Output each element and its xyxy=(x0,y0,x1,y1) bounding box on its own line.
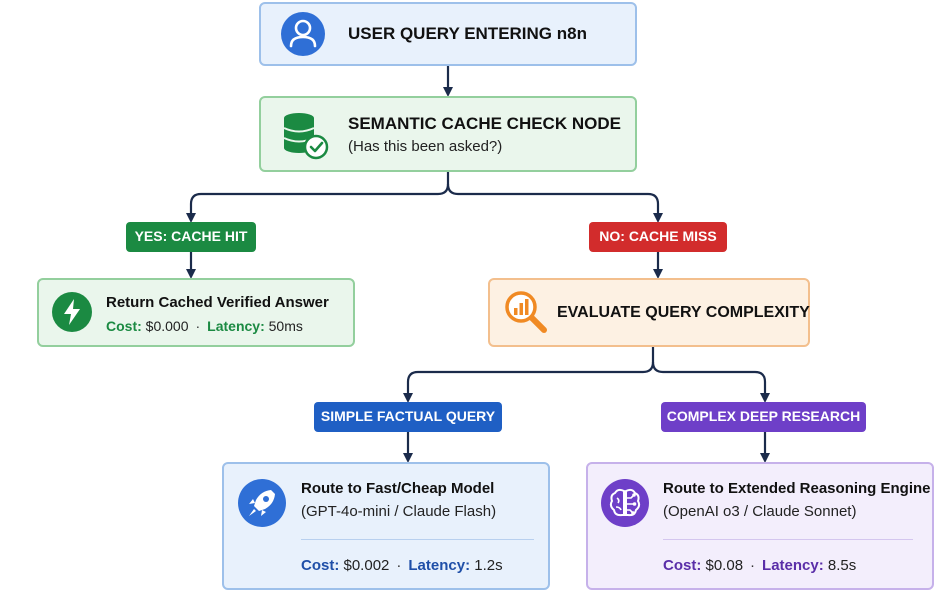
cached-answer-title: Return Cached Verified Answer xyxy=(106,294,329,311)
reasoning-title: Route to Extended Reasoning Engine xyxy=(663,480,931,497)
cost-value: $0.002 xyxy=(343,557,390,574)
evaluate-node xyxy=(488,278,810,347)
connector-evaluate-split-right xyxy=(651,361,770,403)
reasoning-node xyxy=(586,462,934,590)
reasoning-metrics: Cost: $0.08 · Latency: 8.5s xyxy=(663,557,856,574)
connector-cache-split-right xyxy=(446,183,663,223)
branch-simple: SIMPLE FACTUAL QUERY xyxy=(314,402,502,432)
user-query-node xyxy=(259,2,637,66)
divider xyxy=(301,539,534,540)
separator-dot: · xyxy=(195,318,201,334)
brain-icon xyxy=(601,479,649,527)
fast-model-node xyxy=(222,462,550,590)
cost-label: Cost: xyxy=(301,557,340,574)
cost-value: $0.08 xyxy=(705,557,744,574)
analytics-magnifier-icon xyxy=(505,291,547,333)
connector-evaluate-split xyxy=(403,347,655,403)
branch-cache-miss: NO: CACHE MISS xyxy=(589,222,727,252)
user-icon xyxy=(281,12,325,56)
latency-value: 50ms xyxy=(268,318,303,334)
branch-cache-hit: YES: CACHE HIT xyxy=(126,222,256,252)
cache-check-title: SEMANTIC CACHE CHECK NODE xyxy=(348,114,621,133)
cost-value: $0.000 xyxy=(145,318,189,334)
cache-check-subtitle: (Has this been asked?) xyxy=(348,138,503,155)
cost-label: Cost: xyxy=(106,318,142,334)
connector-cache-split xyxy=(186,172,450,223)
cache-check-node xyxy=(259,96,637,172)
cached-answer-metrics: Cost: $0.000 · Latency: 50ms xyxy=(106,318,303,334)
divider xyxy=(663,539,913,540)
user-query-title: USER QUERY ENTERING n8n xyxy=(348,24,587,43)
database-check-icon xyxy=(283,113,329,160)
branch-complex: COMPLEX DEEP RESEARCH xyxy=(661,402,866,432)
lightning-icon xyxy=(52,292,92,332)
separator-dot: · xyxy=(396,557,402,574)
separator-dot: · xyxy=(750,557,756,574)
evaluate-title: EVALUATE QUERY COMPLEXITY xyxy=(557,304,810,321)
fast-model-metrics: Cost: $0.002 · Latency: 1.2s xyxy=(301,557,503,574)
reasoning-subtitle: (OpenAI o3 / Claude Sonnet) xyxy=(663,503,857,520)
latency-label: Latency: xyxy=(762,557,824,574)
latency-value: 8.5s xyxy=(827,557,857,574)
latency-label: Latency: xyxy=(207,318,265,334)
cost-label: Cost: xyxy=(663,557,702,574)
latency-value: 1.2s xyxy=(474,557,503,574)
rocket-icon xyxy=(238,479,286,527)
fast-model-title: Route to Fast/Cheap Model xyxy=(301,480,495,497)
latency-label: Latency: xyxy=(408,557,471,574)
fast-model-subtitle: (GPT-4o-mini / Claude Flash) xyxy=(301,503,497,520)
